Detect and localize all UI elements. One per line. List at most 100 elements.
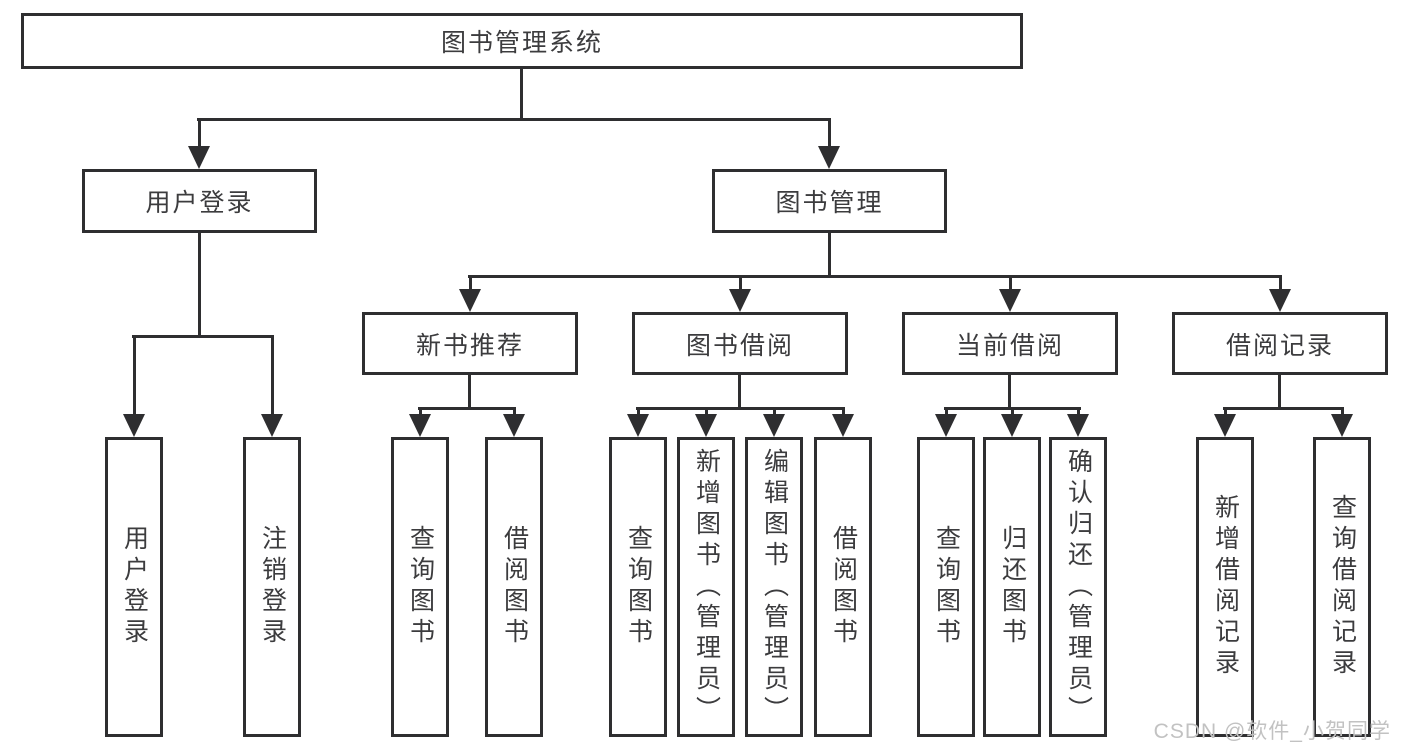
connector-arrow-down [409, 409, 431, 437]
connector-line [197, 118, 831, 121]
connector-arrow-down [503, 409, 525, 437]
connector-arrow-down [1269, 277, 1291, 312]
connector-line [468, 275, 1282, 278]
leaf-records-query-record: 查询借阅记录 [1313, 437, 1371, 737]
arrowhead-down-icon [1331, 414, 1353, 437]
arrowhead-down-icon [1214, 414, 1236, 437]
arrowhead-down-icon [763, 414, 785, 437]
leaf-current-return-books: 归还图书 [983, 437, 1041, 737]
arrowhead-down-icon [188, 146, 210, 169]
arrowhead-down-icon [832, 414, 854, 437]
arrowhead-down-icon [818, 146, 840, 169]
arrowhead-down-icon [1269, 289, 1291, 312]
arrowhead-down-icon [1067, 414, 1089, 437]
leaf-newbook-borrow-books: 借阅图书 [485, 437, 543, 737]
arrow-stem [1278, 277, 1282, 300]
leaf-borrowing-query-books: 查询图书 [609, 437, 667, 737]
connector-arrow-down [832, 409, 854, 437]
leaf-user-login: 用户登录 [105, 437, 163, 737]
connector-line [418, 407, 516, 410]
leaf-user-login-label: 用户登录 [120, 525, 149, 649]
node-borrowing-records-label: 借阅记录 [1225, 331, 1334, 360]
connector-arrow-down [763, 409, 785, 437]
connector-line [1008, 375, 1011, 410]
leaf-logout: 注销登录 [243, 437, 301, 737]
leaf-borrowing-edit-books-admin-label: 编辑图书（管理员） [760, 447, 789, 727]
connector-arrow-down [1001, 409, 1023, 437]
connector-line [828, 233, 831, 278]
leaf-records-add-record: 新增借阅记录 [1196, 437, 1254, 737]
leaf-borrowing-query-books-label: 查询图书 [624, 525, 653, 649]
node-book-borrowing: 图书借阅 [632, 312, 848, 375]
leaf-current-query-books-label: 查询图书 [932, 525, 961, 649]
node-library-management-system: 图书管理系统 [21, 13, 1023, 69]
node-user-login-label: 用户登录 [145, 189, 254, 217]
leaf-records-query-record-label: 查询借阅记录 [1328, 494, 1357, 680]
leaf-borrowing-add-books-admin-label: 新增图书（管理员） [692, 447, 721, 727]
arrow-stem [827, 120, 831, 157]
leaf-current-query-books: 查询图书 [917, 437, 975, 737]
arrow-stem [270, 337, 274, 425]
connector-arrow-down [627, 409, 649, 437]
connector-arrow-down [459, 277, 481, 312]
leaf-borrowing-borrow-books-label: 借阅图书 [829, 525, 858, 649]
node-current-borrowing-label: 当前借阅 [955, 331, 1064, 360]
leaf-newbook-query-books-label: 查询图书 [406, 525, 435, 649]
arrow-stem [1008, 277, 1012, 300]
connector-arrow-down [123, 337, 145, 437]
arrowhead-down-icon [503, 414, 525, 437]
arrow-stem [197, 120, 201, 157]
connector-arrow-down [1067, 409, 1089, 437]
arrowhead-down-icon [123, 414, 145, 437]
node-book-management-label: 图书管理 [775, 189, 884, 217]
connector-line [468, 375, 471, 410]
arrowhead-down-icon [459, 289, 481, 312]
node-book-management: 图书管理 [712, 169, 947, 233]
node-user-login: 用户登录 [82, 169, 317, 233]
connector-arrow-down [1214, 409, 1236, 437]
connector-line [1278, 375, 1281, 410]
connector-line [738, 375, 741, 410]
leaf-newbook-borrow-books-label: 借阅图书 [500, 525, 529, 649]
arrow-stem [132, 337, 136, 425]
connector-line [198, 233, 201, 338]
node-new-book-recommendation-label: 新书推荐 [415, 331, 524, 360]
connector-line [944, 407, 1081, 410]
leaf-current-return-books-label: 归还图书 [998, 525, 1027, 649]
connector-arrow-down [818, 120, 840, 169]
watermark-text: CSDN @软件_小贺同学 [1153, 720, 1391, 743]
arrowhead-down-icon [999, 289, 1021, 312]
connector-line [520, 69, 523, 121]
connector-arrow-down [1331, 409, 1353, 437]
arrowhead-down-icon [935, 414, 957, 437]
leaf-current-confirm-return-admin: 确认归还（管理员） [1049, 437, 1107, 737]
leaf-borrowing-borrow-books: 借阅图书 [814, 437, 872, 737]
node-new-book-recommendation: 新书推荐 [362, 312, 578, 375]
leaf-borrowing-edit-books-admin: 编辑图书（管理员） [745, 437, 803, 737]
node-current-borrowing: 当前借阅 [902, 312, 1118, 375]
arrowhead-down-icon [261, 414, 283, 437]
node-borrowing-records: 借阅记录 [1172, 312, 1388, 375]
leaf-logout-label: 注销登录 [258, 525, 287, 649]
connector-line [636, 407, 845, 410]
node-book-borrowing-label: 图书借阅 [685, 331, 794, 360]
arrow-stem [738, 277, 742, 300]
arrowhead-down-icon [729, 289, 751, 312]
arrowhead-down-icon [409, 414, 431, 437]
leaf-current-confirm-return-admin-label: 确认归还（管理员） [1064, 447, 1093, 727]
leaf-borrowing-add-books-admin: 新增图书（管理员） [677, 437, 735, 737]
connector-line [1223, 407, 1344, 410]
connector-arrow-down [695, 409, 717, 437]
connector-arrow-down [999, 277, 1021, 312]
arrowhead-down-icon [695, 414, 717, 437]
connector-arrow-down [729, 277, 751, 312]
connector-line [132, 335, 274, 338]
node-library-management-system-label: 图书管理系统 [440, 29, 603, 57]
leaf-newbook-query-books: 查询图书 [391, 437, 449, 737]
arrowhead-down-icon [1001, 414, 1023, 437]
connector-arrow-down [261, 337, 283, 437]
connector-arrow-down [188, 120, 210, 169]
arrow-stem [468, 277, 472, 300]
connector-arrow-down [935, 409, 957, 437]
